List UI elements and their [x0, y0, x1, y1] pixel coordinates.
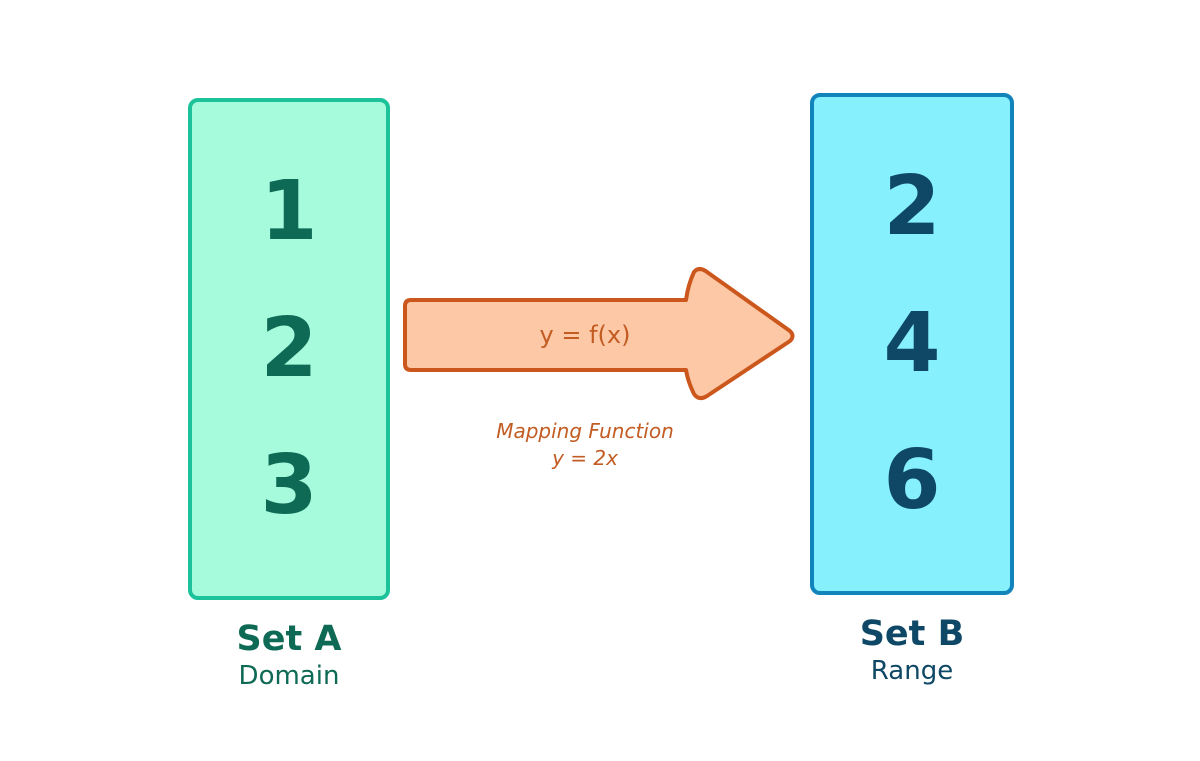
set-a-caption: Set A Domain [159, 618, 419, 693]
mapping-note-title: Mapping Function [496, 419, 674, 443]
set-a-value-1: 1 [260, 164, 318, 260]
set-a-value-2: 2 [260, 300, 318, 396]
set-b-name: Set B [859, 614, 965, 654]
set-b-value-1: 2 [883, 159, 941, 255]
set-b-role: Range [870, 656, 954, 686]
set-b-caption: Set B Range [782, 613, 1042, 688]
arrow-label: y = f(x) [539, 321, 631, 349]
mapping-note-formula: y = 2x [552, 446, 618, 470]
set-a-role: Domain [238, 661, 340, 691]
mapping-function-note: Mapping Function y = 2x [445, 418, 725, 472]
mapping-arrow-shape [403, 267, 795, 401]
set-b-box: 2 4 6 [810, 93, 1014, 595]
set-b-value-2: 4 [883, 295, 941, 391]
set-a-name: Set A [236, 619, 342, 659]
set-a-box: 1 2 3 [188, 98, 390, 600]
set-b-value-3: 6 [883, 432, 941, 528]
set-a-value-3: 3 [260, 437, 318, 533]
